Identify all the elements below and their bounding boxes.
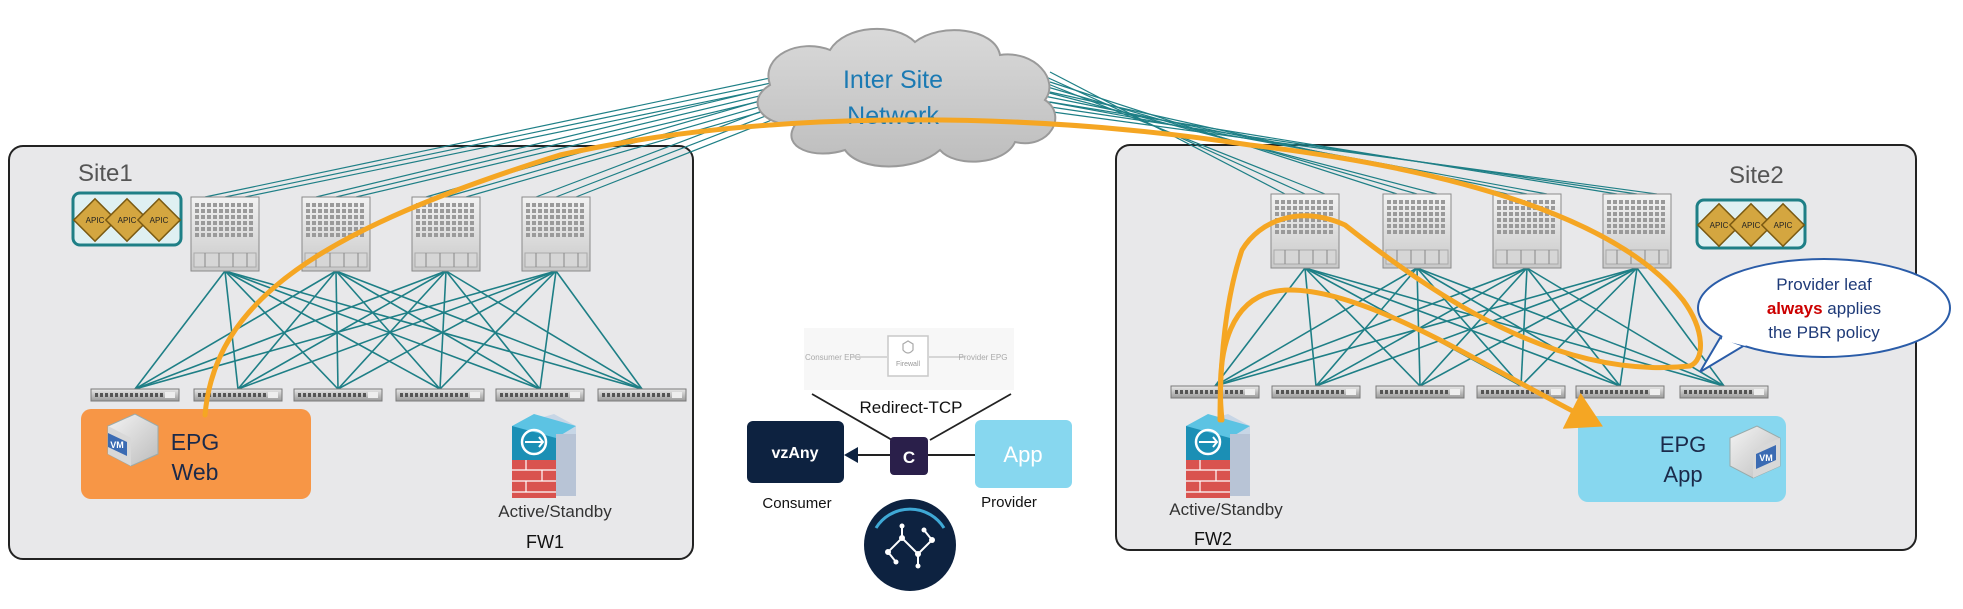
callout-line1: Provider leaf	[1776, 275, 1872, 294]
service-graph-name: Redirect-TCP	[860, 398, 963, 417]
provider-label: Provider	[981, 494, 1037, 511]
epg-app[interactable]: EPG App VM	[1578, 416, 1786, 502]
vm-label: VM	[110, 440, 124, 450]
leaf-switch	[1679, 385, 1769, 399]
site1-label: Site1	[78, 160, 133, 187]
vzany-consumer-box[interactable]: vzAny	[747, 421, 844, 483]
epg-web-line2: Web	[172, 459, 219, 485]
spine-switch	[1382, 193, 1452, 269]
leaf-switch	[1271, 385, 1361, 399]
spine-switch	[521, 196, 591, 272]
callout-line2-rest: applies	[1823, 299, 1882, 318]
site2-label: Site2	[1729, 162, 1784, 189]
leaf-switch	[90, 388, 180, 402]
consumer-label: Consumer	[762, 495, 831, 512]
vzany-label: vzAny	[771, 445, 818, 462]
cloud-title-line2: Network	[847, 102, 939, 130]
leaf-switch	[193, 388, 283, 402]
apic-cluster-site1: APIC APIC APIC	[71, 191, 183, 247]
fw1-name: FW1	[526, 532, 564, 552]
leaf-switch	[293, 388, 383, 402]
leaf-switch	[1476, 385, 1566, 399]
service-graph: Consumer EPG Firewall Provider EPG	[804, 328, 1014, 390]
spine-switch	[301, 196, 371, 272]
leaf-switch	[597, 388, 687, 402]
traffic-path-web-to-fw2	[202, 117, 1703, 423]
epg-web-line1: EPG	[171, 429, 220, 455]
spine-switch	[1270, 193, 1340, 269]
traffic-path-fw2-to-app	[1217, 287, 1603, 429]
contract-icon[interactable]: C	[890, 437, 928, 475]
firewall-icon-fw2[interactable]	[1186, 414, 1250, 498]
cloud-title-line1: Inter Site	[843, 66, 943, 94]
site1-fabric-links	[134, 270, 643, 390]
leaf-switch	[495, 388, 585, 402]
app-provider-label: App	[1003, 442, 1042, 467]
orchestrator-logo-icon	[864, 499, 956, 591]
apic-label: APIC	[1710, 221, 1729, 230]
graph-provider-label: Provider EPG	[959, 353, 1008, 362]
vm-icon: VM	[1729, 425, 1781, 479]
fw2-mode: Active/Standby	[1169, 500, 1283, 519]
epg-app-line1: EPG	[1660, 432, 1706, 457]
callout-line3: the PBR policy	[1768, 323, 1880, 342]
leaf-switch	[1575, 385, 1665, 399]
graph-consumer-label: Consumer EPG	[805, 353, 861, 362]
inter-site-network-cloud: Inter Site Network	[756, 27, 1057, 168]
firewall-icon-fw1[interactable]	[512, 414, 576, 498]
fw1-mode: Active/Standby	[498, 502, 612, 521]
leaf-switch	[395, 388, 485, 402]
contract-arrow-icon	[844, 447, 858, 463]
epg-app-line2: App	[1663, 462, 1702, 487]
leaf-switch	[1170, 385, 1260, 399]
vm-icon: VM	[107, 413, 159, 467]
apic-label: APIC	[118, 216, 137, 225]
callout-line2: always applies	[1767, 299, 1881, 318]
leaf-switch	[1375, 385, 1465, 399]
pbr-callout: Provider leaf always applies the PBR pol…	[1697, 258, 1951, 373]
callout-highlight: always	[1767, 299, 1823, 318]
fw2-name: FW2	[1194, 529, 1232, 549]
fabric-switches	[90, 193, 1769, 402]
apic-label: APIC	[1742, 221, 1761, 230]
graph-node-label: Firewall	[896, 361, 921, 368]
apic-label: APIC	[86, 216, 105, 225]
traffic-paths	[202, 117, 1703, 429]
app-provider-box[interactable]: App	[975, 420, 1072, 488]
apic-label: APIC	[150, 216, 169, 225]
vm-label: VM	[1759, 453, 1773, 463]
spine-switch	[190, 196, 260, 272]
spine-switch	[411, 196, 481, 272]
epg-web[interactable]: VM EPG Web	[81, 409, 311, 499]
contract-letter: C	[903, 448, 915, 467]
apic-cluster-site2: APIC APIC APIC	[1695, 198, 1807, 250]
apic-label: APIC	[1774, 221, 1793, 230]
